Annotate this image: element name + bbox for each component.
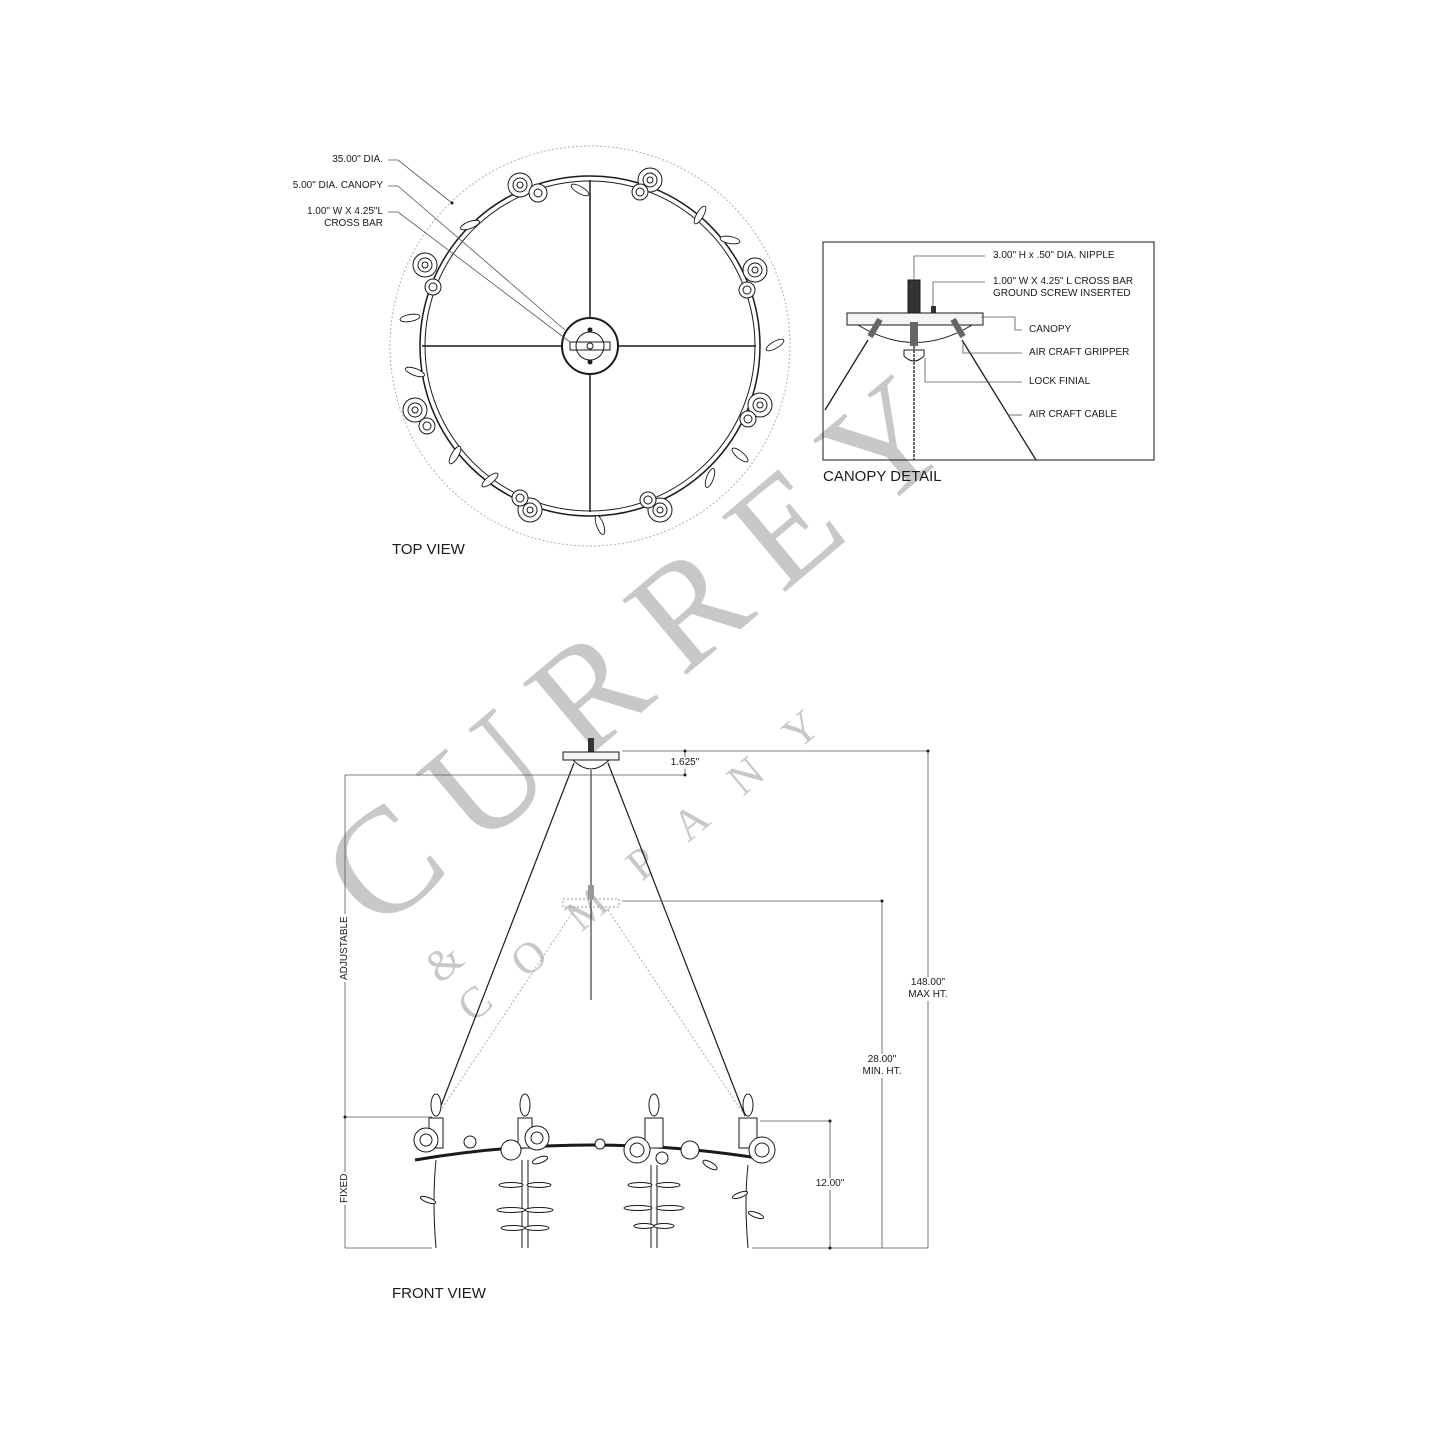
top-view-drawing <box>388 145 791 547</box>
callout-cross-bar-ground-screw-line1: 1.00" W X 4.25" L CROSS BAR <box>993 276 1134 287</box>
callout-overall-diameter: 35.00" DIA. <box>332 154 383 165</box>
callout-cross-bar-line1: 1.00" W X 4.25"L <box>306 206 383 217</box>
dimension-canopy-drop: 1.625" <box>662 757 708 769</box>
label-fixed: FIXED <box>339 1171 350 1205</box>
front-view-title: FRONT VIEW <box>392 1285 486 1302</box>
dimension-min-height-value: 28.00" <box>867 1054 897 1065</box>
front-view-drawing <box>343 738 930 1250</box>
callout-lock-finial: LOCK FINIAL <box>1029 376 1091 387</box>
dimension-min-height-label: MIN. HT. <box>862 1066 902 1077</box>
callout-nipple: 3.00" H x .50" DIA. NIPPLE <box>993 250 1115 261</box>
canopy-detail-title: CANOPY DETAIL <box>823 468 942 485</box>
canopy-detail-drawing <box>822 241 1155 461</box>
rose-cluster <box>507 172 548 203</box>
callout-aircraft-gripper: AIR CRAFT GRIPPER <box>1029 347 1130 358</box>
callout-cross-bar-ground-screw-line2: GROUND SCREW INSERTED <box>993 288 1131 299</box>
callout-cross-bar-ground-screw: 1.00" W X 4.25" L CROSS BAR GROUND SCREW… <box>993 276 1133 300</box>
callout-canopy-diameter: 5.00" DIA. CANOPY <box>292 180 383 191</box>
label-adjustable: ADJUSTABLE <box>339 914 350 982</box>
candle-arm <box>413 1093 444 1249</box>
callout-cross-bar-line2: CROSS BAR <box>324 218 383 229</box>
callout-aircraft-cable: AIR CRAFT CABLE <box>1029 409 1118 420</box>
callout-cross-bar: 1.00" W X 4.25"L CROSS BAR <box>307 206 383 230</box>
dimension-fixed-height: 12.00" <box>806 1178 854 1190</box>
dimension-min-height: 28.00" MIN. HT. <box>854 1054 910 1078</box>
dimension-max-height-label: MAX HT. <box>908 989 948 1000</box>
dimension-max-height-value: 148.00" <box>910 977 946 988</box>
top-view-title: TOP VIEW <box>392 541 465 558</box>
callout-canopy: CANOPY <box>1029 324 1072 335</box>
dimension-max-height: 148.00" MAX HT. <box>900 977 956 1001</box>
